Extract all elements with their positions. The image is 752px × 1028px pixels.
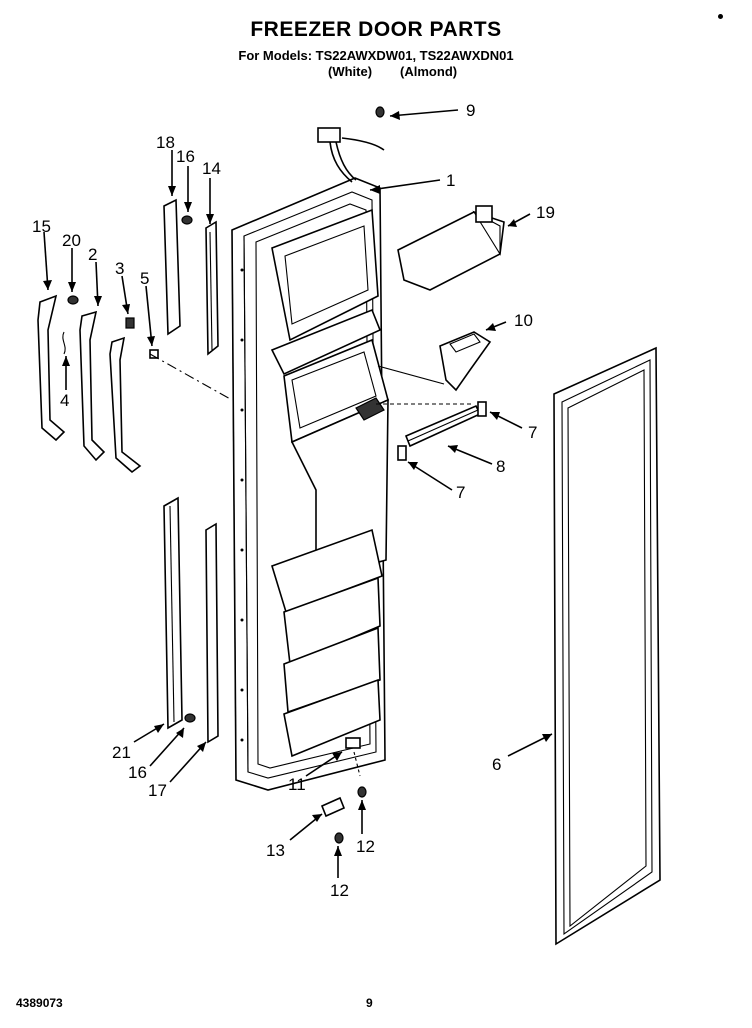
door-assembly bbox=[231, 127, 389, 791]
flange-rivets bbox=[240, 268, 244, 742]
callout-15: 15 bbox=[32, 217, 51, 236]
callout-17: 17 bbox=[148, 781, 167, 800]
dispenser-chute bbox=[377, 331, 492, 392]
callout-12-bottom: 12 bbox=[330, 881, 349, 900]
page-title: FREEZER DOOR PARTS bbox=[250, 18, 502, 41]
hinge-parts bbox=[320, 737, 361, 818]
door-gasket bbox=[553, 346, 661, 946]
color-variants: (White) (Almond) bbox=[328, 64, 457, 79]
page-number: 9 bbox=[366, 996, 373, 1010]
dispenser-trim bbox=[376, 401, 487, 461]
color-white-label: (White) bbox=[328, 64, 373, 79]
callout-21: 21 bbox=[112, 743, 131, 762]
callout-13: 13 bbox=[266, 841, 285, 860]
callout-1: 1 bbox=[446, 171, 455, 190]
callout-5: 5 bbox=[140, 269, 149, 288]
callout-16-upper: 16 bbox=[176, 147, 195, 166]
handles bbox=[37, 294, 233, 474]
callout-7-upper: 7 bbox=[528, 423, 537, 442]
callout-4: 4 bbox=[60, 391, 69, 410]
callout-3: 3 bbox=[115, 259, 124, 278]
screws bbox=[67, 106, 385, 844]
arrowheads bbox=[43, 111, 552, 856]
callout-18: 18 bbox=[156, 133, 175, 152]
door-bin bbox=[397, 205, 505, 291]
callout-16-lower: 16 bbox=[128, 763, 147, 782]
model-numbers: For Models: TS22AWXDW01, TS22AWXDN01 bbox=[238, 48, 514, 63]
callout-8: 8 bbox=[496, 457, 505, 476]
document-number: 4389073 bbox=[16, 996, 63, 1010]
callout-11: 11 bbox=[288, 775, 306, 794]
callout-7-lower: 7 bbox=[456, 483, 465, 502]
callout-19: 19 bbox=[536, 203, 555, 222]
callout-labels: 1 2 3 4 5 6 7 7 8 9 10 11 12 12 13 14 15… bbox=[32, 101, 555, 900]
callout-6: 6 bbox=[492, 755, 501, 774]
callout-12-right: 12 bbox=[356, 837, 375, 856]
callout-20: 20 bbox=[62, 231, 81, 250]
callout-10: 10 bbox=[514, 311, 533, 330]
lower-handle-trim bbox=[163, 496, 219, 744]
color-almond-label: (Almond) bbox=[400, 64, 458, 79]
corner-dot bbox=[718, 14, 723, 19]
callout-14: 14 bbox=[202, 159, 221, 178]
callout-2: 2 bbox=[88, 245, 97, 264]
upper-handle-trim bbox=[163, 198, 219, 356]
callout-9: 9 bbox=[466, 101, 475, 120]
wire-connector bbox=[317, 127, 341, 143]
